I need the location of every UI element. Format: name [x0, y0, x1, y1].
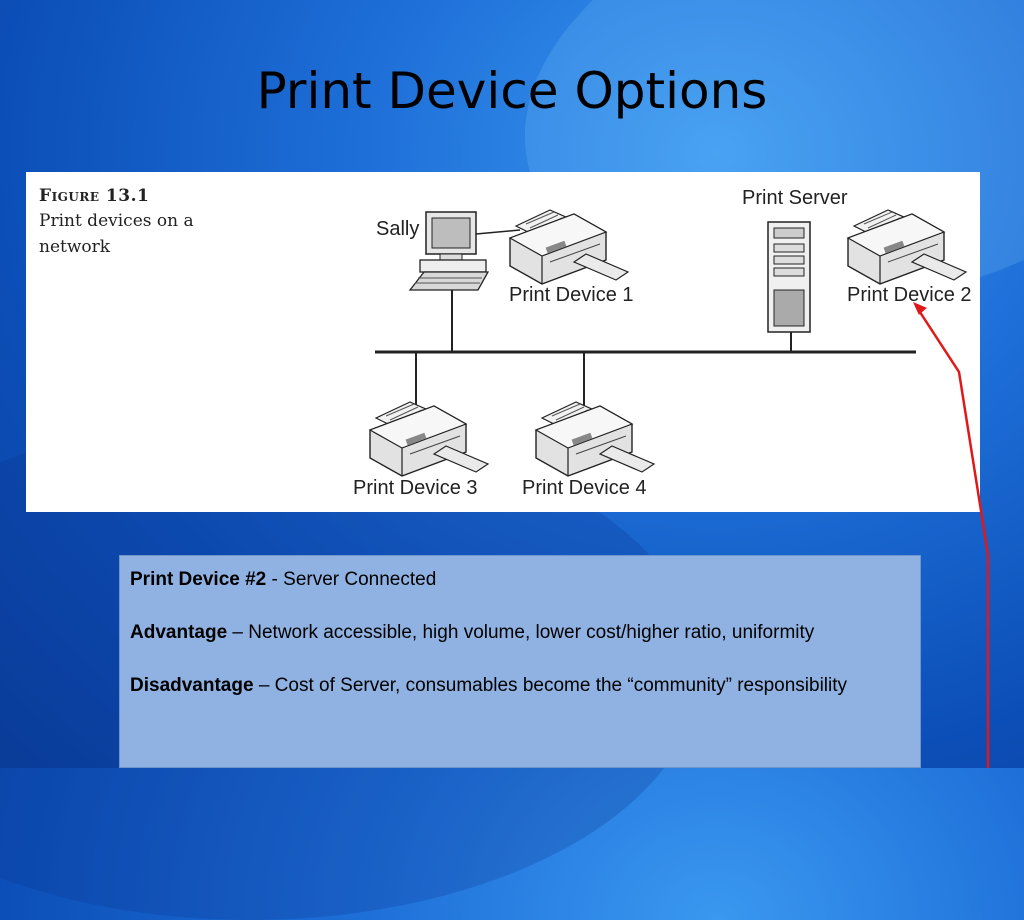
network-diagram: Sally Print Server Print Device 1 Print …: [353, 187, 972, 499]
label-print-device-1: Print Device 1: [509, 284, 634, 306]
advantage-line: Advantage – Network accessible, high vol…: [130, 618, 910, 648]
label-print-device-4: Print Device 4: [522, 477, 647, 499]
label-print-device-3: Print Device 3: [353, 477, 478, 499]
info-box: Print Device #2 - Server Connected Advan…: [119, 555, 921, 768]
slide-title: Print Device Options: [256, 62, 768, 120]
workstation-icon: [408, 211, 490, 291]
disadvantage-text: – Cost of Server, consumables become the…: [253, 675, 848, 696]
print-server-icon: [767, 221, 811, 333]
device-separator: -: [266, 569, 284, 590]
device-line: Print Device #2 - Server Connected: [130, 565, 910, 595]
figure-caption: Figure 13.1 Print devices on a network: [39, 186, 219, 260]
label-print-server: Print Server: [742, 187, 848, 209]
label-sally: Sally: [376, 218, 419, 240]
disadvantage-line: Disadvantage – Cost of Server, consumabl…: [130, 671, 910, 701]
figure-description: Print devices on a network: [39, 211, 194, 257]
label-print-device-2: Print Device 2: [847, 284, 972, 306]
device-type: Server Connected: [283, 569, 437, 590]
figure-panel: Figure 13.1 Print devices on a network: [26, 172, 980, 512]
figure-number: Figure 13.1: [39, 186, 150, 206]
callout-arrow: [913, 302, 990, 768]
disadvantage-label: Disadvantage: [130, 675, 254, 696]
advantage-label: Advantage: [130, 622, 228, 643]
device-heading: Print Device #2: [130, 569, 267, 590]
advantage-text: – Network accessible, high volume, lower…: [227, 622, 815, 643]
